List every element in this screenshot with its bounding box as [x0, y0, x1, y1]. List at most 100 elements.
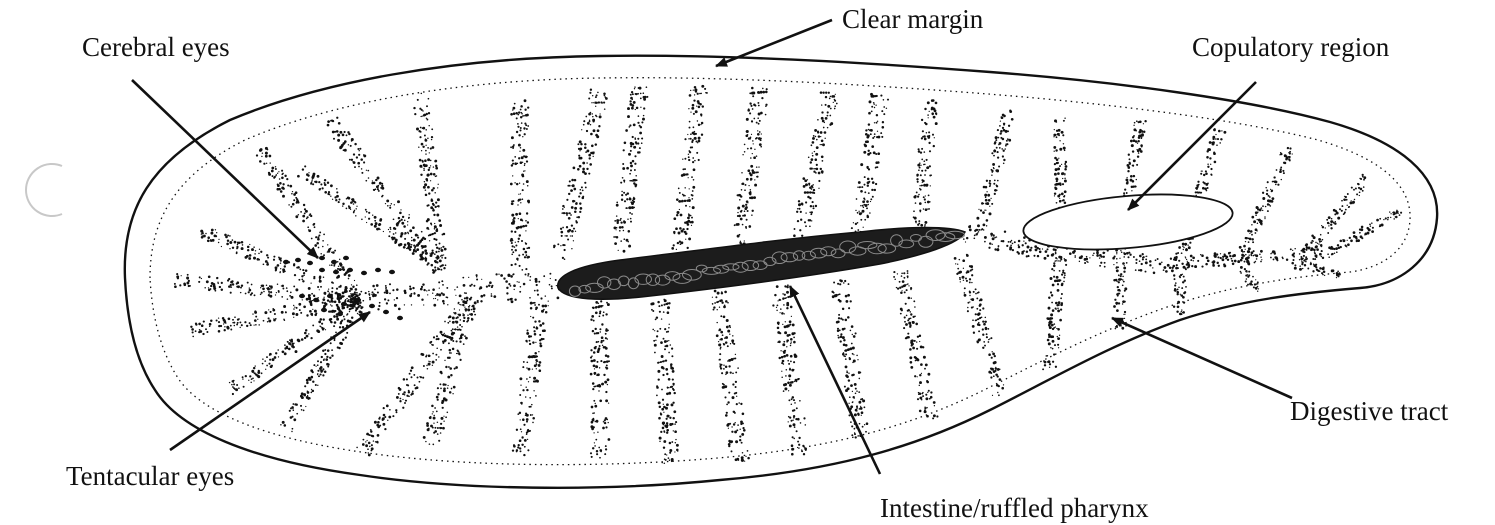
- stipple-dot: [1104, 252, 1105, 253]
- stipple-dot: [258, 253, 260, 255]
- stipple-dot: [1092, 255, 1094, 257]
- stipple-dot: [929, 150, 931, 152]
- stipple-dot: [605, 448, 607, 450]
- stipple-dot: [1052, 253, 1054, 255]
- stipple-dot: [438, 281, 440, 283]
- stipple-dot: [1003, 150, 1005, 152]
- stipple-dot: [978, 314, 980, 316]
- stipple-dot: [296, 267, 298, 269]
- stipple-dot: [967, 310, 969, 312]
- stipple-dot: [542, 305, 545, 308]
- stipple-dot: [326, 356, 328, 358]
- stipple-dot: [922, 346, 924, 348]
- stipple-dot: [607, 338, 609, 340]
- stipple-dot: [922, 130, 924, 132]
- stipple-dot: [402, 407, 404, 409]
- stipple-dot: [314, 181, 316, 183]
- stipple-dot: [289, 295, 291, 297]
- stipple-dot: [671, 404, 673, 406]
- stipple-dot: [1011, 118, 1014, 121]
- stipple-dot: [327, 366, 329, 368]
- stipple-dot: [691, 194, 693, 196]
- stipple-dot: [685, 232, 688, 235]
- stipple-dot: [725, 300, 728, 303]
- stipple-dot: [263, 291, 265, 293]
- stipple-dot: [354, 166, 356, 168]
- stipple-dot: [1055, 177, 1058, 180]
- stipple-dot: [540, 297, 542, 299]
- stipple-dot: [308, 294, 310, 296]
- stipple-dot: [924, 198, 926, 200]
- stipple-dot: [411, 293, 413, 295]
- stipple-dot: [281, 311, 284, 314]
- stipple-dot: [734, 224, 736, 226]
- stipple-dot: [688, 154, 689, 155]
- stipple-dot: [997, 180, 999, 182]
- stipple-dot: [439, 243, 441, 245]
- stipple-dot: [793, 438, 795, 440]
- stipple-dot: [529, 279, 531, 281]
- stipple-dot: [916, 174, 919, 177]
- stipple-dot: [431, 405, 434, 408]
- stipple-dot: [336, 195, 339, 198]
- stipple-dot: [526, 114, 529, 117]
- stipple-dot: [1058, 256, 1061, 259]
- stipple-dot: [869, 100, 872, 103]
- stipple-dot: [930, 185, 931, 186]
- stipple-dot: [241, 285, 243, 287]
- stipple-dot: [255, 316, 257, 318]
- stipple-dot: [630, 97, 633, 100]
- stipple-dot: [280, 262, 281, 263]
- stipple-dot: [793, 341, 796, 344]
- stipple-dot: [1213, 255, 1215, 257]
- stipple-dot: [396, 411, 398, 413]
- stipple-dot: [410, 370, 412, 372]
- stipple-dot: [335, 199, 337, 201]
- stipple-dot: [361, 168, 363, 170]
- stipple-dot: [425, 259, 427, 261]
- stipple-dot: [978, 209, 979, 210]
- stipple-dot: [662, 367, 664, 369]
- stipple-dot: [603, 361, 605, 363]
- stipple-dot: [420, 288, 423, 291]
- stipple-dot: [361, 172, 363, 174]
- stipple-dot: [429, 443, 431, 445]
- stipple-dot: [624, 200, 626, 202]
- stipple-dot: [792, 410, 794, 412]
- stipple-dot: [1189, 242, 1191, 244]
- stipple-dot: [682, 168, 684, 170]
- stipple-dot: [603, 421, 605, 423]
- stipple-dot: [972, 319, 974, 321]
- stipple-dot: [431, 252, 434, 255]
- stipple-dot: [1001, 387, 1004, 390]
- stipple-dot: [348, 133, 350, 135]
- stipple-dot: [782, 324, 783, 325]
- stipple-dot: [1193, 260, 1194, 261]
- stipple-dot: [443, 420, 444, 421]
- stipple-dot: [413, 374, 415, 376]
- stipple-dot: [427, 186, 430, 189]
- stipple-dot: [355, 294, 357, 296]
- stipple-dot: [994, 248, 996, 250]
- stipple-dot: [441, 280, 443, 282]
- stipple-dot: [786, 302, 789, 305]
- stipple-dot: [433, 336, 435, 338]
- stipple-dot: [910, 361, 912, 363]
- stipple-dot: [422, 146, 424, 148]
- stipple-dot: [805, 183, 808, 186]
- stipple-dot: [1128, 166, 1129, 167]
- stipple-dot: [919, 167, 921, 169]
- stipple-dot: [412, 287, 414, 289]
- stipple-dot: [574, 210, 577, 213]
- stipple-dot: [756, 176, 757, 177]
- stipple-dot: [327, 193, 329, 195]
- stipple-dot: [744, 189, 746, 191]
- stipple-dot: [991, 170, 993, 172]
- stipple-dot: [882, 121, 884, 123]
- stipple-dot: [793, 424, 795, 426]
- stipple-dot: [227, 279, 229, 281]
- stipple-dot: [870, 93, 873, 96]
- stipple-dot: [629, 100, 631, 102]
- stipple-dot: [579, 148, 582, 151]
- stipple-dot: [429, 167, 431, 169]
